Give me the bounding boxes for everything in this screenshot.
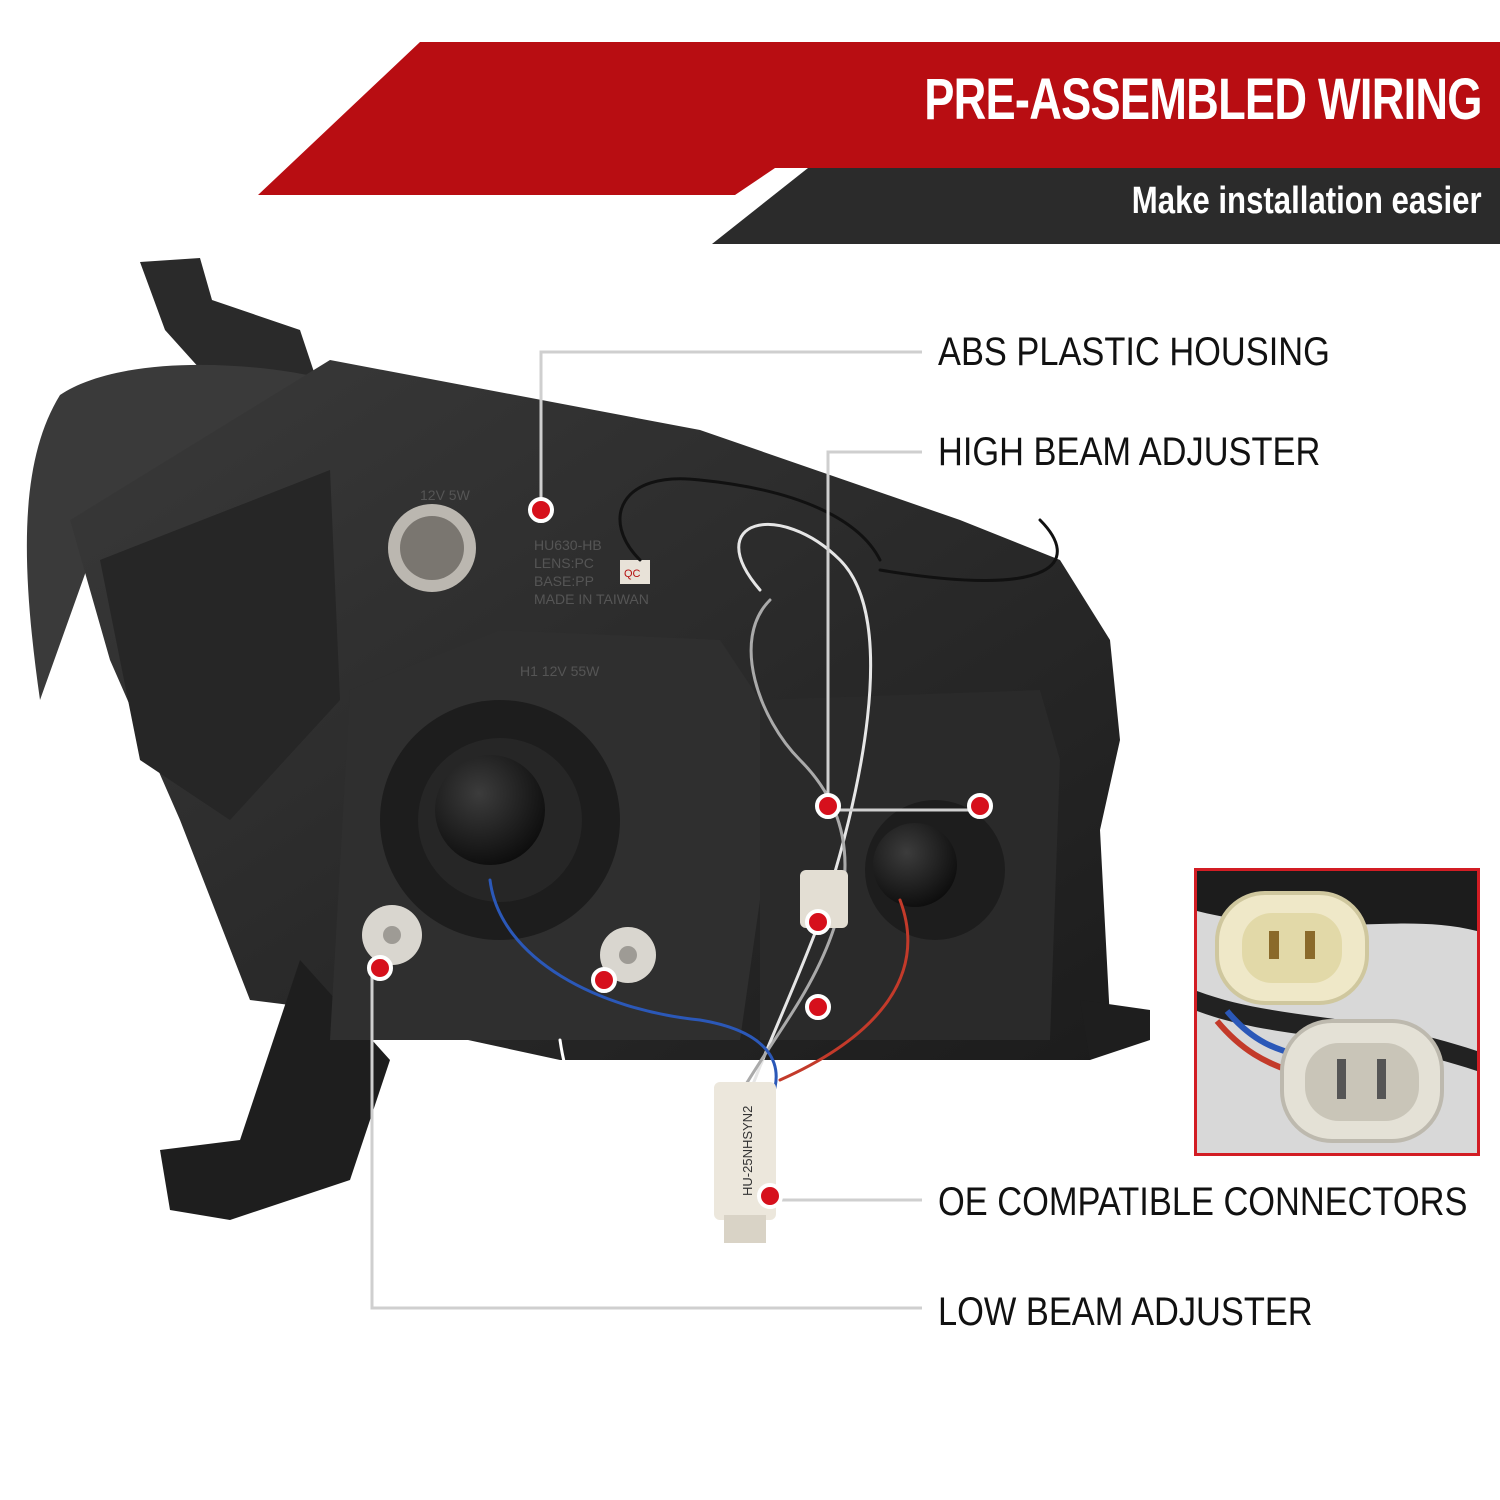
banner-dark-band <box>712 168 1500 244</box>
marker-connector-plug[interactable] <box>757 1183 783 1209</box>
marker-high-beam-left[interactable] <box>815 793 841 819</box>
marker-abs-housing[interactable] <box>528 497 554 523</box>
wire-harness-5 <box>558 1038 722 1143</box>
low-beam-knob <box>435 755 545 865</box>
marking-low-bulb: H1 12V 55W <box>520 663 600 679</box>
marker-high-beam-right[interactable] <box>967 793 993 819</box>
connector-tag: HU-25NHSYN2 <box>740 1106 755 1196</box>
marker-low-beam-left[interactable] <box>367 955 393 981</box>
wire-harness-2 <box>718 598 847 1142</box>
leader-line-low-beam <box>370 968 922 1310</box>
marking-origin: MADE IN TAIWAN <box>534 591 649 607</box>
marking-lens: LENS:PC <box>534 555 594 571</box>
wire-harness-7 <box>878 518 1059 582</box>
housing-side-panel <box>100 470 340 820</box>
callout-abs-plastic-housing: ABS PLASTIC HOUSING <box>938 330 1330 374</box>
connector-closeup-image <box>1197 871 1477 1153</box>
marking-side-bulb: 12V 5W <box>420 487 471 503</box>
marking-model: HU630-HB <box>534 537 602 553</box>
leader-line-housing <box>539 350 922 510</box>
callout-low-beam-adjuster: LOW BEAM ADJUSTER <box>938 1290 1313 1334</box>
marker-connector-inline[interactable] <box>805 909 831 935</box>
callout-oe-compatible-connectors: OE COMPATIBLE CONNECTORS <box>938 1180 1468 1224</box>
wire-harness-4 <box>488 878 778 1122</box>
marker-low-beam-right[interactable] <box>591 967 617 993</box>
lower-mount-foot <box>1080 1000 1150 1060</box>
high-beam-knob <box>873 823 957 907</box>
wire-harness-3 <box>618 477 882 562</box>
page-subtitle: Make installation easier <box>1132 180 1482 222</box>
wire-harness-6 <box>778 898 910 1082</box>
connector-closeup-inset <box>1194 868 1480 1156</box>
page-title: PRE-ASSEMBLED WIRING <box>924 67 1483 132</box>
marking-base: BASE:PP <box>534 573 594 589</box>
marker-connector-harness[interactable] <box>805 994 831 1020</box>
qc-sticker <box>620 560 650 584</box>
connector-plug <box>714 1082 776 1220</box>
qc-label: QC <box>624 568 641 580</box>
banner-red-band <box>258 42 1500 195</box>
leader-line-high-beam <box>826 450 922 806</box>
callout-high-beam-adjuster: HIGH BEAM ADJUSTER <box>938 430 1321 474</box>
wire-harness-1 <box>737 522 873 1122</box>
header-banner <box>258 42 1500 244</box>
